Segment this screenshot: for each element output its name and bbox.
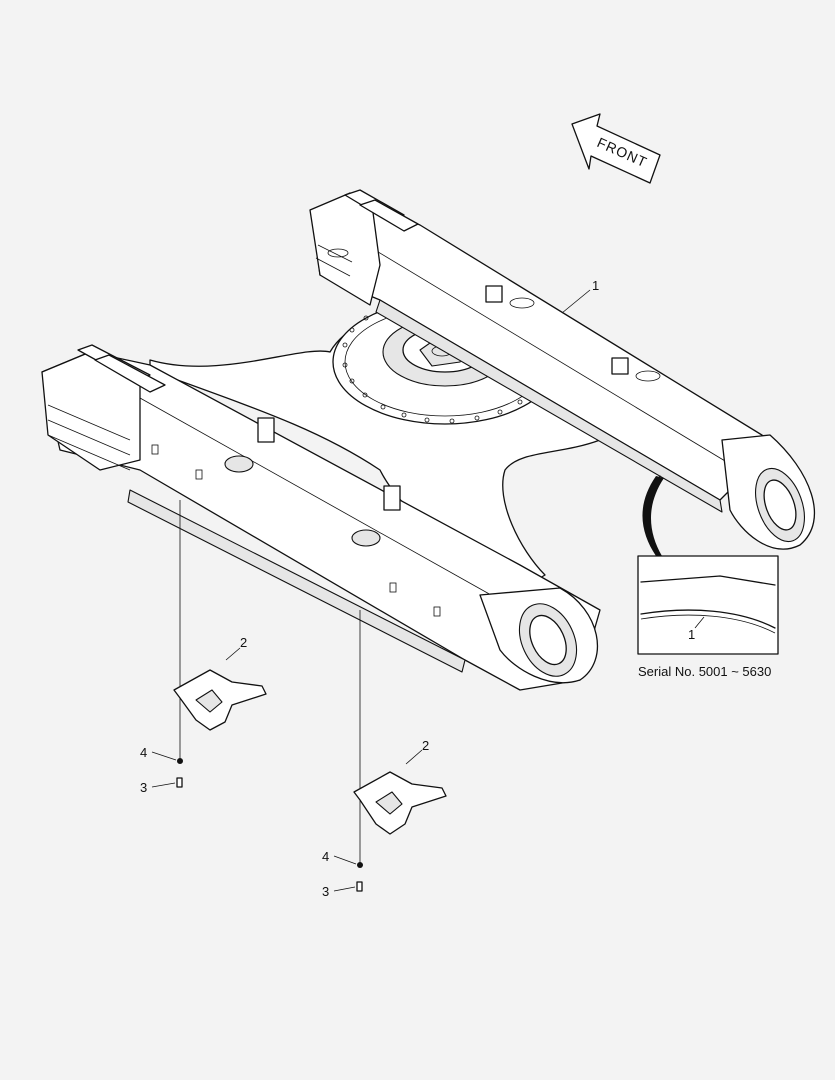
callout-guard-a: 2 (240, 635, 247, 650)
detail-box (637, 555, 779, 655)
bracket (383, 485, 401, 511)
detail-view: 1 Serial No. 5001 ~ 5630 (637, 475, 779, 679)
top-access-hole (351, 529, 381, 547)
callout-frame: 1 (592, 278, 599, 293)
callout-washer-b: 4 (322, 849, 329, 864)
washer-b (357, 862, 363, 868)
bracket (485, 285, 503, 303)
bracket (611, 357, 629, 375)
bracket (257, 417, 275, 443)
bolt-b (356, 881, 363, 892)
front-arrow: FRONT (571, 113, 661, 184)
callout-washer-a: 4 (140, 745, 147, 760)
callout-bolt-a: 3 (140, 780, 147, 795)
callout-bolt-b: 3 (322, 884, 329, 899)
callout-guard-b: 2 (422, 738, 429, 753)
bolt-a (176, 777, 183, 788)
guard-assembly-b: 2 4 3 (322, 610, 447, 899)
left-side-frame (41, 344, 601, 691)
serial-caption: Serial No. 5001 ~ 5630 (638, 664, 771, 679)
guard-assembly-a: 2 4 3 (140, 500, 267, 795)
detail-callout: 1 (688, 627, 695, 642)
top-access-hole (224, 455, 254, 473)
lower-frame: 1 (41, 189, 816, 691)
right-side-frame (309, 189, 816, 550)
washer-a (177, 758, 183, 764)
